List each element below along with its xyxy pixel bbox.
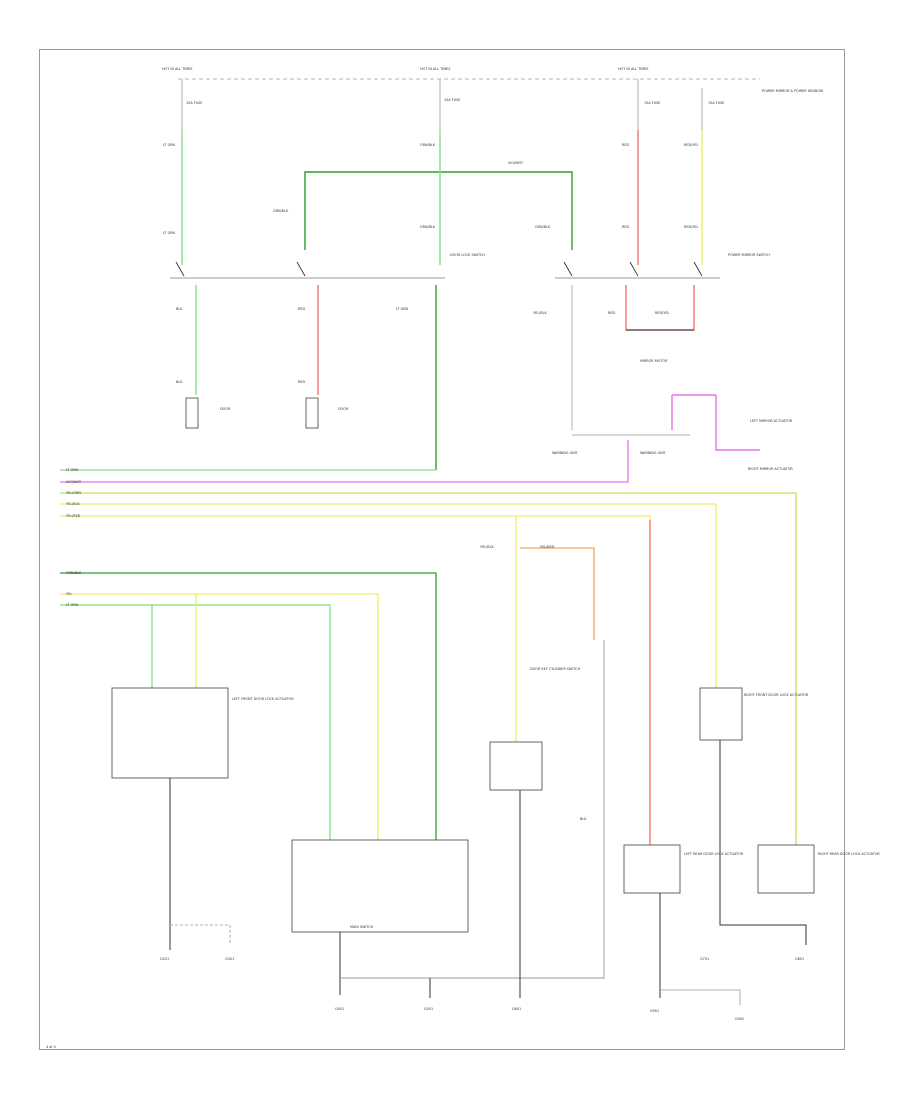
wire-label-24: YEL/RED [66,514,81,518]
switch-4 [629,261,639,277]
wire-label-30: BLK [580,817,587,821]
wire-label-5: LT GRN [163,231,176,235]
wire-grn-blk-top [304,171,573,250]
ground-label-8: G901 [650,1009,659,1013]
center-actuator-box [489,741,543,791]
fuse-label-d: 15A FUSE [708,101,724,105]
wire-label-1: LT GRN [163,143,176,147]
hot-label-c: HOT IN ALL TIMES [618,67,648,71]
ground-label-5: G601 [512,1007,521,1011]
ground-label-6: G701 [700,957,709,961]
ground-label-4: G501 [424,1007,433,1011]
wire-label-9: RED [622,225,629,229]
wire-label-23: YEL/BLK [66,502,80,506]
rear-actuator-right-box [757,844,815,894]
right-mirror-label: RIGHT MIRROR ACTUATOR [748,467,793,471]
switch-2 [296,261,306,277]
wire-label-15: YEL/BLK [533,311,547,315]
ground-label-1: G201 [160,957,169,961]
left-actuator-label: LEFT FRONT DOOR LOCK ACTUATOR [232,697,294,701]
wire-label-17: RED/YEL [655,311,669,315]
hot-label-b: HOT IN ALL TIMES [420,67,450,71]
door-label-1: DOOR [220,407,231,411]
wire-label-18: BLK [176,380,183,384]
diagram-frame [39,49,845,1050]
ground-label-7: G801 [795,957,804,961]
left-actuator-box [111,687,229,779]
right-actuator-box [699,687,743,741]
wire-label-10: RED/YEL [684,225,698,229]
wire-label-2: GRN/BLK [420,143,436,147]
wire-label-14: LT GRN [396,307,409,311]
wire-label-16: RED [608,311,615,315]
mirror-motor-label: MIRROR MOTOR [640,359,668,363]
ground-label-9: G902 [735,1017,744,1021]
wire-label-19: RED [298,380,305,384]
main-switch-box [291,839,469,933]
wire-label-27: LT GRN [66,603,79,607]
power-mirror-switch-label: POWER MIRROR SWITCH [728,253,770,257]
left-mirror-label: LEFT MIRROR ACTUATOR [750,419,793,423]
wire-label-4: RED/YEL [684,143,698,147]
wire-label-7: GRN/BLK [420,225,436,229]
rear-actuator-right-label: RIGHT REAR DOOR LOCK ACTUATOR [818,852,880,856]
door-lock-switch-label: DOOR LOCK SWITCH [450,253,485,257]
door-label-2: DOOR [338,407,349,411]
page-ref: 4 of 4 [46,1045,56,1049]
power-mirror-title: POWER MIRROR & POWER WINDOW [762,89,824,93]
rear-actuator-left-box [623,844,681,894]
wire-label-22: YEL/GRN [66,491,81,495]
ground-label-2: G301 [225,957,234,961]
wire-label-12: BLK [176,307,183,311]
ground-label-3: G401 [335,1007,344,1011]
wire-label-11: VIO/WHT [508,161,524,165]
switch-5 [693,261,703,277]
fuse-label-c: 15A FUSE [644,101,660,105]
fuse-label-b: 15A FUSE [444,98,460,102]
wire-label-29: YEL/RED [540,545,555,549]
switch-3 [563,261,573,277]
fuse-label-a: 15A FUSE [186,101,202,105]
key-switch-label: DOOR KEY CYLINDER SWITCH [530,667,581,671]
rear-actuator-left-label: LEFT REAR DOOR LOCK ACTUATOR [684,852,744,856]
right-actuator-label: RIGHT FRONT DOOR LOCK ACTUATOR [744,693,809,697]
wire-label-8: GRN/BLK [535,225,551,229]
wire-label-25: GRN/BLK [66,571,82,575]
wire-label-13: RED [298,307,305,311]
warn-unit-label-1: WARNING UNIT [552,451,579,455]
wire-label-21: VIO/WHT [66,480,82,484]
wire-label-20: LT GRN [66,468,79,472]
wire-label-26: YEL [66,592,72,596]
wire-label-6: GRN/BLK [273,209,289,213]
hot-label-a: HOT IN ALL TIMES [162,67,192,71]
warn-unit-label-2: WARNING UNIT [640,451,667,455]
switch-1 [175,261,185,277]
main-switch-label: MAIN SWITCH [350,925,374,929]
wire-label-28: YEL/BLK [480,545,494,549]
wire-label-3: RED [622,143,629,147]
